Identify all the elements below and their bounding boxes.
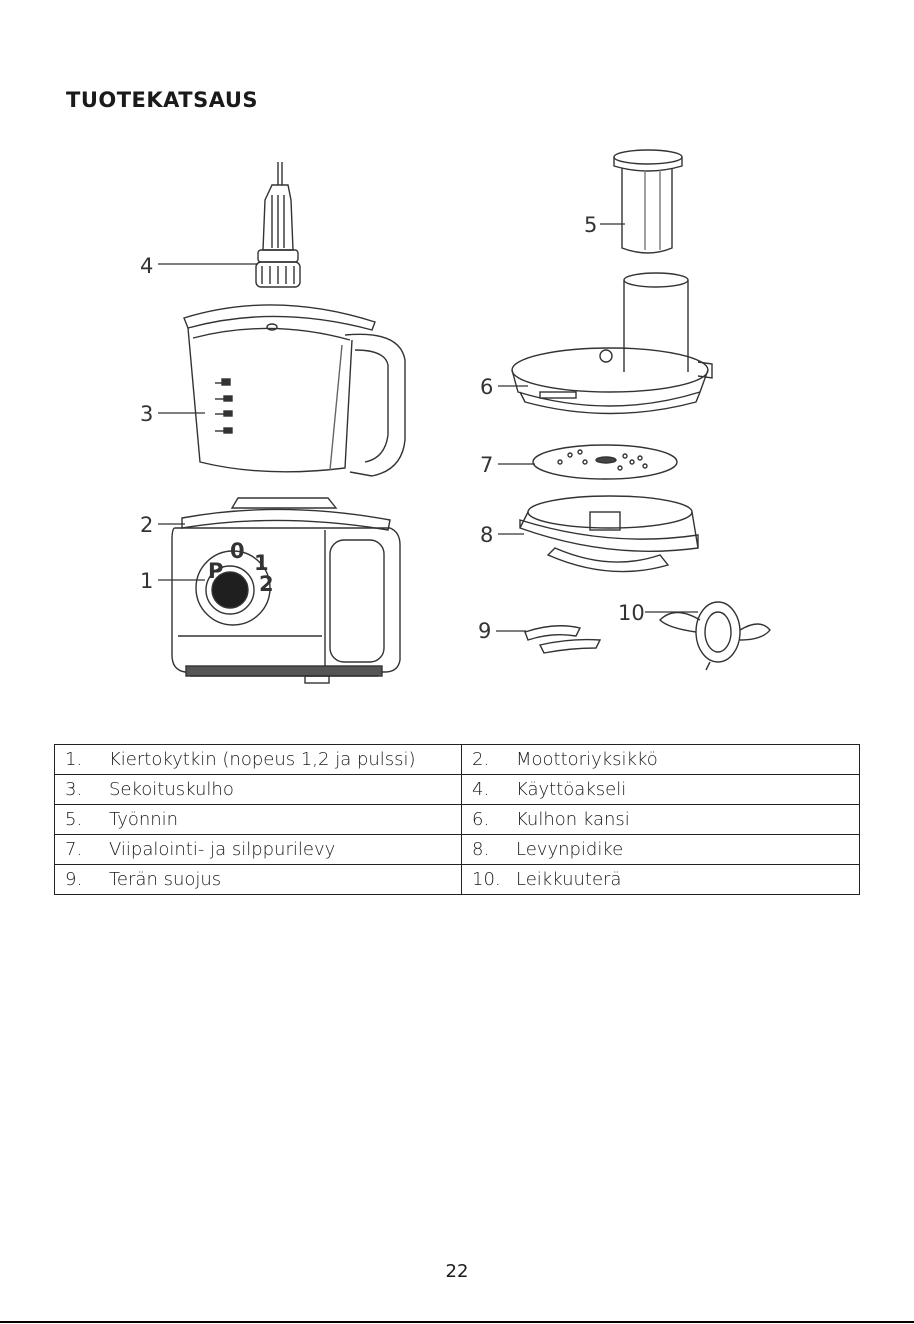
part-label: Kiertokytkin (nopeus 1,2 ja pulssi) [109, 749, 416, 770]
part-label: Terän suojus [109, 869, 221, 890]
callout-1: 1 [140, 569, 153, 593]
callout-6: 6 [480, 375, 493, 399]
dial-label-2: 2 [259, 572, 274, 596]
page-title: TUOTEKATSAUS [66, 88, 258, 112]
part-cell: 1.Kiertokytkin (nopeus 1,2 ja pulssi) [55, 745, 462, 775]
page-divider [0, 1321, 914, 1323]
product-diagram: P 0 1 2 [0, 140, 914, 710]
blade-guard-illustration [525, 626, 600, 653]
callout-10: 10 [618, 601, 645, 625]
callout-9: 9 [478, 619, 491, 643]
motor-unit-illustration [172, 498, 400, 683]
part-number: 4. [472, 779, 516, 800]
part-cell: 7.Viipalointi- ja silppurilevy [55, 835, 462, 865]
callout-3: 3 [140, 402, 153, 426]
part-number: 6. [472, 809, 516, 830]
callout-leaders [158, 224, 698, 631]
part-label: Moottoriyksikkö [516, 749, 658, 770]
part-number: 5. [65, 809, 109, 830]
callout-7: 7 [480, 453, 493, 477]
mixing-bowl-illustration [184, 305, 405, 476]
callout-5: 5 [584, 213, 597, 237]
part-number: 10. [472, 869, 516, 890]
drive-shaft-illustration [256, 162, 300, 287]
part-label: Leikkuuterä [516, 869, 621, 890]
part-label: Levynpidike [516, 839, 623, 860]
dial-label-p: P [208, 559, 223, 583]
part-label: Viipalointi- ja silppurilevy [109, 839, 335, 860]
part-number: 2. [472, 749, 516, 770]
part-cell: 10.Leikkuuterä [462, 865, 860, 895]
part-cell: 2.Moottoriyksikkö [462, 745, 860, 775]
page-number: 22 [0, 1261, 914, 1282]
parts-table: 1.Kiertokytkin (nopeus 1,2 ja pulssi)2.M… [54, 744, 860, 895]
part-number: 3. [65, 779, 109, 800]
part-label: Sekoituskulho [109, 779, 234, 800]
table-row: 1.Kiertokytkin (nopeus 1,2 ja pulssi)2.M… [55, 745, 860, 775]
part-cell: 3.Sekoituskulho [55, 775, 462, 805]
part-cell: 8.Levynpidike [462, 835, 860, 865]
part-cell: 4.Käyttöakseli [462, 775, 860, 805]
part-number: 7. [65, 839, 109, 860]
part-label: Kulhon kansi [516, 809, 630, 830]
part-label: Työnnin [109, 809, 178, 830]
callout-4: 4 [140, 254, 153, 278]
part-number: 9. [65, 869, 109, 890]
part-cell: 6.Kulhon kansi [462, 805, 860, 835]
pusher-illustration [614, 150, 682, 253]
callout-8: 8 [480, 523, 493, 547]
part-number: 8. [472, 839, 516, 860]
part-cell: 5.Työnnin [55, 805, 462, 835]
slicing-disc-illustration [533, 445, 677, 479]
part-number: 1. [65, 749, 109, 770]
disc-holder-illustration [520, 496, 698, 572]
dial-label-0: 0 [230, 539, 245, 563]
part-cell: 9.Terän suojus [55, 865, 462, 895]
bowl-lid-illustration [512, 273, 712, 414]
callout-2: 2 [140, 513, 153, 537]
part-label: Käyttöakseli [516, 779, 626, 800]
